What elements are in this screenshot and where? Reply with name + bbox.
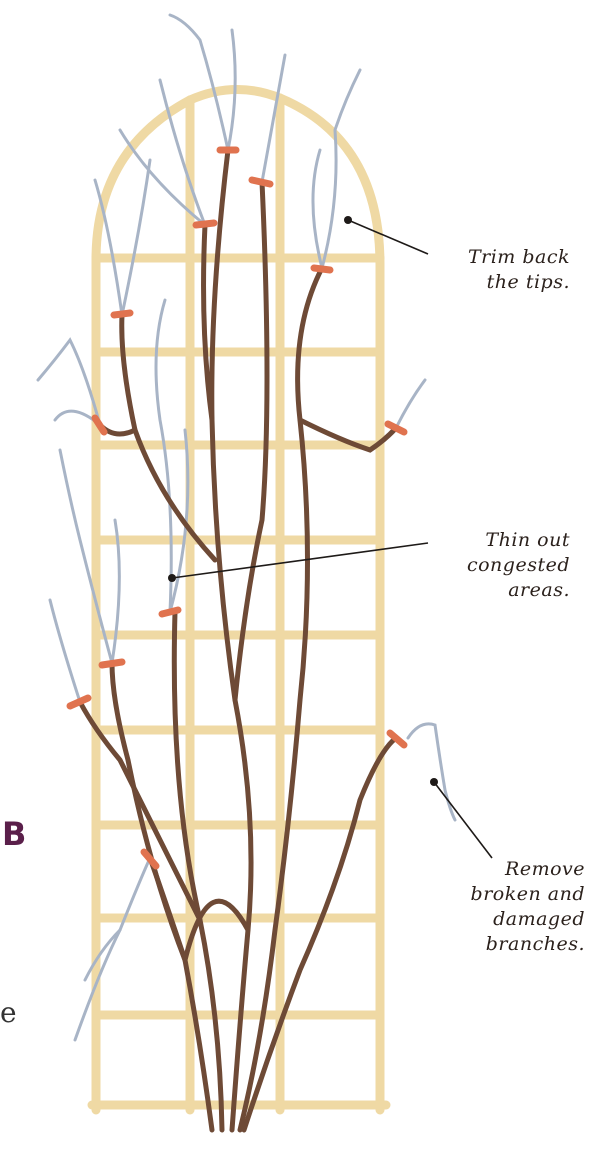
callout-line: damaged <box>420 907 585 932</box>
branch-tips <box>38 15 455 1040</box>
leader-dot-congested <box>168 574 176 582</box>
leader-dot-tips <box>344 216 352 224</box>
callout-line: Trim back <box>430 245 570 270</box>
trellis-left-rail <box>96 100 190 1110</box>
callout-line: areas. <box>420 578 570 603</box>
trellis-right-rail <box>280 98 380 1110</box>
callout-line: branches. <box>420 932 585 957</box>
callout-thin-out: Thin out congested areas. <box>420 528 570 603</box>
cropped-text-fragment: e <box>0 996 17 1029</box>
cut-mark <box>314 268 330 270</box>
cut-mark <box>252 180 270 184</box>
leader-line-tips <box>348 220 428 254</box>
cut-mark <box>114 313 130 315</box>
callout-remove-broken: Remove broken and damaged branches. <box>420 857 585 957</box>
leader-line-broken <box>434 782 492 858</box>
leader-line-congested <box>172 543 428 578</box>
callout-line: broken and <box>420 882 585 907</box>
cut-mark <box>70 698 88 706</box>
cut-mark <box>162 610 178 614</box>
callout-line: Remove <box>420 857 585 882</box>
branches <box>80 150 396 1130</box>
cut-mark <box>102 662 122 665</box>
callout-line: Thin out <box>420 528 570 553</box>
callout-line: the tips. <box>430 270 570 295</box>
section-label: B <box>2 815 26 853</box>
leader-dots <box>168 216 438 786</box>
cut-mark <box>196 223 214 225</box>
callout-line: congested <box>420 553 570 578</box>
leader-dot-broken <box>430 778 438 786</box>
callout-trim-tips: Trim back the tips. <box>430 245 570 295</box>
